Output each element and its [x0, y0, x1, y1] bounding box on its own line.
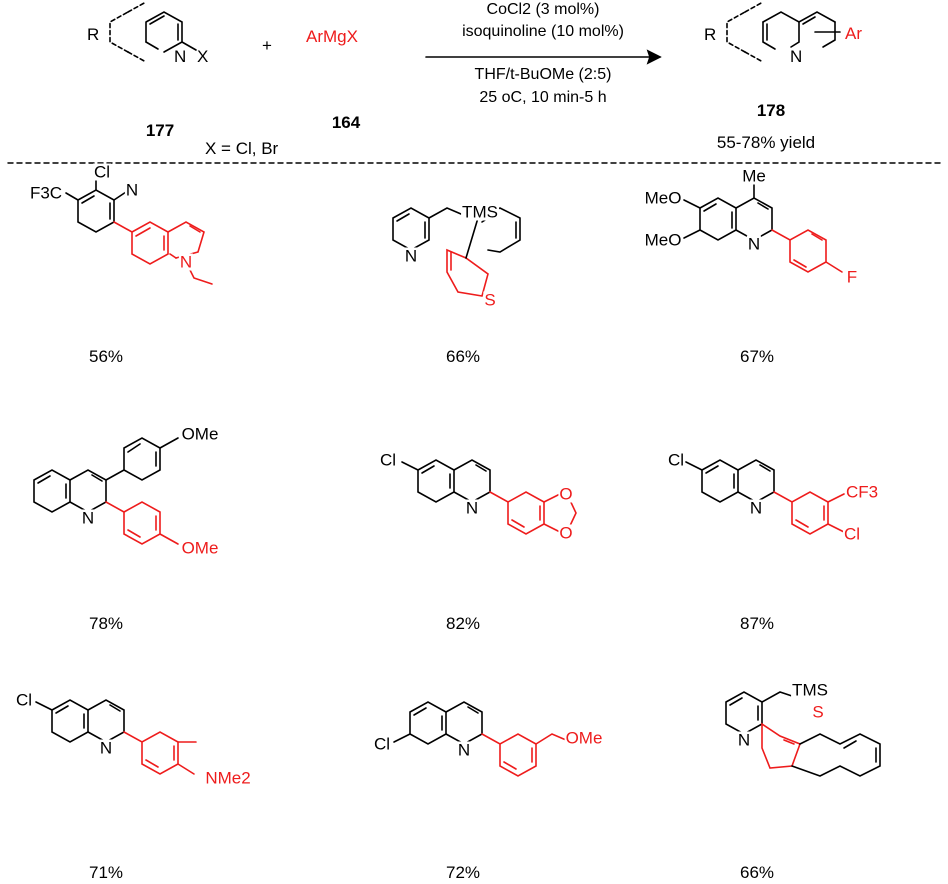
product-5-structure [401, 459, 491, 503]
reagent-label-164: 164 [331, 113, 361, 132]
p5-n: N [464, 498, 480, 518]
p8-ome: OMe [564, 728, 604, 748]
product-6-structure [685, 459, 775, 503]
p3-me: Me [741, 166, 767, 186]
p8-n: N [456, 740, 472, 760]
product-4-yield: 78% [88, 614, 124, 633]
product-3-ar [771, 229, 843, 273]
product-178-structure [726, 1, 841, 63]
reactant-leaving-group: X [197, 47, 209, 66]
p4-ome-bottom: OMe [180, 538, 220, 558]
p2-n: N [403, 246, 419, 266]
plus-sign: + [262, 36, 272, 55]
p1-cl: Cl [92, 162, 112, 182]
p5-cl: Cl [378, 450, 398, 470]
product-2-ar [446, 248, 489, 297]
product-1-yield: 56% [88, 347, 124, 366]
condition-temperature: 25 oC, 10 min-5 h [479, 89, 607, 106]
product-3-yield: 67% [739, 347, 775, 366]
p1-n-pyridine: N [124, 180, 140, 200]
p2-tms: TMS [461, 202, 499, 222]
condition-solvent: THF/t-BuOMe (2:5) [474, 66, 612, 83]
condition-catalyst: CoCl2 (3 mol%) [486, 1, 600, 18]
product-7-structure [35, 699, 125, 743]
product-2-yield: 66% [445, 347, 481, 366]
product-9-ar [761, 722, 802, 769]
product-8-ar [481, 733, 567, 777]
p2-s: S [483, 290, 497, 310]
p1-n-indole: N [178, 252, 194, 272]
p7-nme2: NMe2 [204, 768, 252, 788]
reactant-r-substituent: R [87, 25, 100, 44]
p4-n: N [80, 508, 96, 528]
p6-cl-bottom: Cl [842, 524, 862, 544]
reactant-177-structure [109, 1, 197, 63]
p1-cf3: F3C [28, 183, 64, 203]
product-8-yield: 72% [445, 863, 481, 882]
product-4-structure [33, 437, 179, 513]
pyridine-n-label: N [174, 47, 187, 66]
p6-cl-top: Cl [666, 450, 686, 470]
reaction-arrow [425, 49, 662, 65]
p7-cl: Cl [14, 690, 34, 710]
product-9-benzo [791, 733, 881, 777]
p6-cf3: CF3 [844, 482, 880, 502]
product-7-yield: 71% [88, 863, 124, 882]
product-label-178: 178 [756, 101, 786, 120]
p5-o-1: O [558, 484, 574, 504]
product-ar-group: Ar [845, 24, 862, 43]
p6-n: N [748, 498, 764, 518]
p9-n: N [736, 730, 752, 750]
condition-additive: isoquinoline (10 mol%) [462, 23, 624, 40]
product-6-yield: 87% [739, 614, 775, 633]
p9-tms: TMS [791, 680, 829, 700]
product-6-ar [773, 491, 845, 535]
p3-meo-1: MeO [643, 188, 683, 208]
product-n-label: N [790, 47, 803, 66]
product-1-ar [113, 221, 213, 285]
p5-o-2: O [558, 523, 574, 543]
product-9-yield: 66% [739, 863, 775, 882]
product-9-structure [725, 691, 793, 735]
p9-s: S [811, 702, 825, 722]
product-7-ar [123, 731, 197, 775]
product-3-structure [683, 181, 773, 241]
x-definition: X = Cl, Br [205, 139, 279, 158]
grignard-reagent: ArMgX [306, 27, 358, 46]
p8-cl: Cl [372, 734, 392, 754]
p4-ome-top: OMe [180, 424, 220, 444]
product-8-structure [393, 701, 483, 745]
product-4-ar [105, 501, 179, 545]
product-2-structure [392, 207, 462, 251]
p3-n: N [746, 234, 762, 254]
yield-range: 55-78% yield [716, 133, 816, 152]
product-5-yield: 82% [445, 614, 481, 633]
reactant-label-177: 177 [145, 121, 175, 140]
p7-n: N [98, 738, 114, 758]
p3-meo-2: MeO [643, 230, 683, 250]
product-r-substituent: R [704, 25, 717, 44]
p3-f: F [845, 267, 859, 287]
